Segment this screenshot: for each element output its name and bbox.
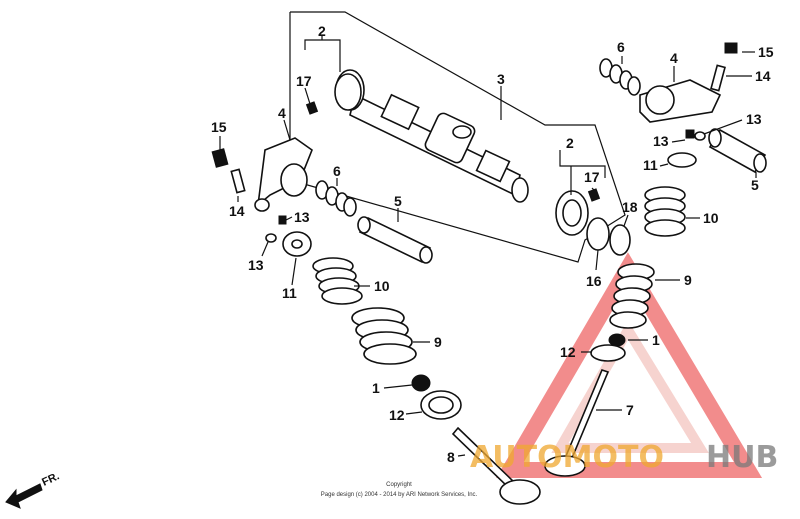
rocker-arm-4-left bbox=[254, 137, 313, 212]
leader-lines bbox=[219, 36, 757, 457]
callout-7: 7 bbox=[626, 402, 634, 418]
lock-nut-15-left bbox=[211, 148, 229, 168]
lock-nut-15-right bbox=[724, 42, 738, 54]
callout-17-right: 17 bbox=[584, 169, 600, 185]
callout-1-right: 1 bbox=[652, 332, 660, 348]
spring-seat-12-right bbox=[590, 344, 626, 362]
cotter-13-left-b bbox=[265, 233, 277, 243]
pin-13-right-a bbox=[685, 129, 695, 139]
direction-label: FR. bbox=[40, 470, 61, 488]
pin-13-left-a bbox=[278, 215, 287, 225]
callout-4-right: 4 bbox=[670, 50, 678, 66]
intake-valve-8 bbox=[451, 426, 541, 505]
callout-17-left: 17 bbox=[296, 73, 312, 89]
callout-16: 16 bbox=[586, 273, 602, 289]
callout-8: 8 bbox=[447, 449, 455, 465]
exhaust-valve-7 bbox=[544, 369, 610, 477]
callout-2-left: 2 bbox=[318, 23, 326, 39]
retainer-11-left-hole bbox=[291, 239, 303, 249]
inner-spring-9-left bbox=[351, 307, 417, 365]
callout-5-left: 5 bbox=[394, 193, 402, 209]
cotter-13-right-b bbox=[694, 131, 706, 141]
bearing-2-left bbox=[334, 73, 362, 111]
retainer-11-right bbox=[667, 152, 697, 168]
callout-15-right: 15 bbox=[758, 44, 774, 60]
callout-10-left: 10 bbox=[374, 278, 390, 294]
camshaft bbox=[335, 69, 529, 203]
rocker-shaft-5-left bbox=[357, 216, 433, 264]
callout-3: 3 bbox=[497, 71, 505, 87]
callout-2-right: 2 bbox=[566, 135, 574, 151]
rocker-shaft-5-right bbox=[708, 128, 767, 174]
callout-15-left: 15 bbox=[211, 119, 227, 135]
rocker-arm-4-right bbox=[639, 79, 722, 123]
callout-9-left: 9 bbox=[434, 334, 442, 350]
o-ring-16 bbox=[586, 217, 610, 251]
seal-18 bbox=[609, 224, 631, 256]
outer-spring-10-left bbox=[312, 257, 363, 305]
callout-12-right: 12 bbox=[560, 344, 576, 360]
callout-13-left-a: 13 bbox=[294, 209, 310, 225]
callout-13-right-a: 13 bbox=[746, 111, 762, 127]
spring-6-left bbox=[315, 180, 357, 217]
inner-spring-9-right bbox=[609, 263, 655, 329]
copyright-title: Copyright bbox=[386, 482, 412, 488]
callout-14-left: 14 bbox=[229, 203, 245, 219]
callout-9-right: 9 bbox=[684, 272, 692, 288]
bearing-2-right bbox=[555, 190, 589, 236]
copyright-notice: Page design (c) 2004 - 2014 by ARI Netwo… bbox=[321, 492, 478, 498]
callout-18: 18 bbox=[622, 199, 638, 215]
callout-6-right: 6 bbox=[617, 39, 625, 55]
dowel-pin-17-right bbox=[587, 188, 601, 202]
callout-4-left: 4 bbox=[278, 105, 286, 121]
front-direction-arrow: FR. bbox=[5, 470, 61, 509]
watermark-text-hub: HUB bbox=[706, 440, 778, 475]
camshaft-group-outline bbox=[289, 11, 626, 263]
dowel-pin-17-left bbox=[305, 101, 319, 115]
callout-12-left: 12 bbox=[389, 407, 405, 423]
spring-seat-12-left-hole bbox=[428, 396, 454, 414]
callout-6-left: 6 bbox=[333, 163, 341, 179]
adjusting-screw-14-left bbox=[230, 168, 246, 194]
spring-6-right bbox=[599, 58, 641, 96]
callout-11-right: 11 bbox=[643, 157, 658, 173]
callout-labels: 2 17 4 15 14 6 13 13 5 11 10 9 1 12 8 3 … bbox=[211, 23, 774, 465]
stem-seal-1-right bbox=[608, 333, 626, 347]
callout-13-left-b: 13 bbox=[248, 257, 264, 273]
callout-14-right: 14 bbox=[755, 68, 771, 84]
stem-seal-1-left bbox=[411, 374, 431, 392]
callout-5-right: 5 bbox=[751, 177, 759, 193]
callout-1-left: 1 bbox=[372, 380, 380, 396]
outer-spring-10-right bbox=[644, 186, 686, 237]
callout-10-right: 10 bbox=[703, 210, 719, 226]
adjusting-screw-14-right bbox=[710, 64, 726, 92]
callout-11-left: 11 bbox=[282, 285, 297, 301]
callout-13-right-b: 13 bbox=[653, 133, 669, 149]
watermark-text-automoto: AUTOMOTO bbox=[470, 440, 664, 475]
watermark-wordmark: AUTOMOTO HUB bbox=[470, 440, 778, 475]
